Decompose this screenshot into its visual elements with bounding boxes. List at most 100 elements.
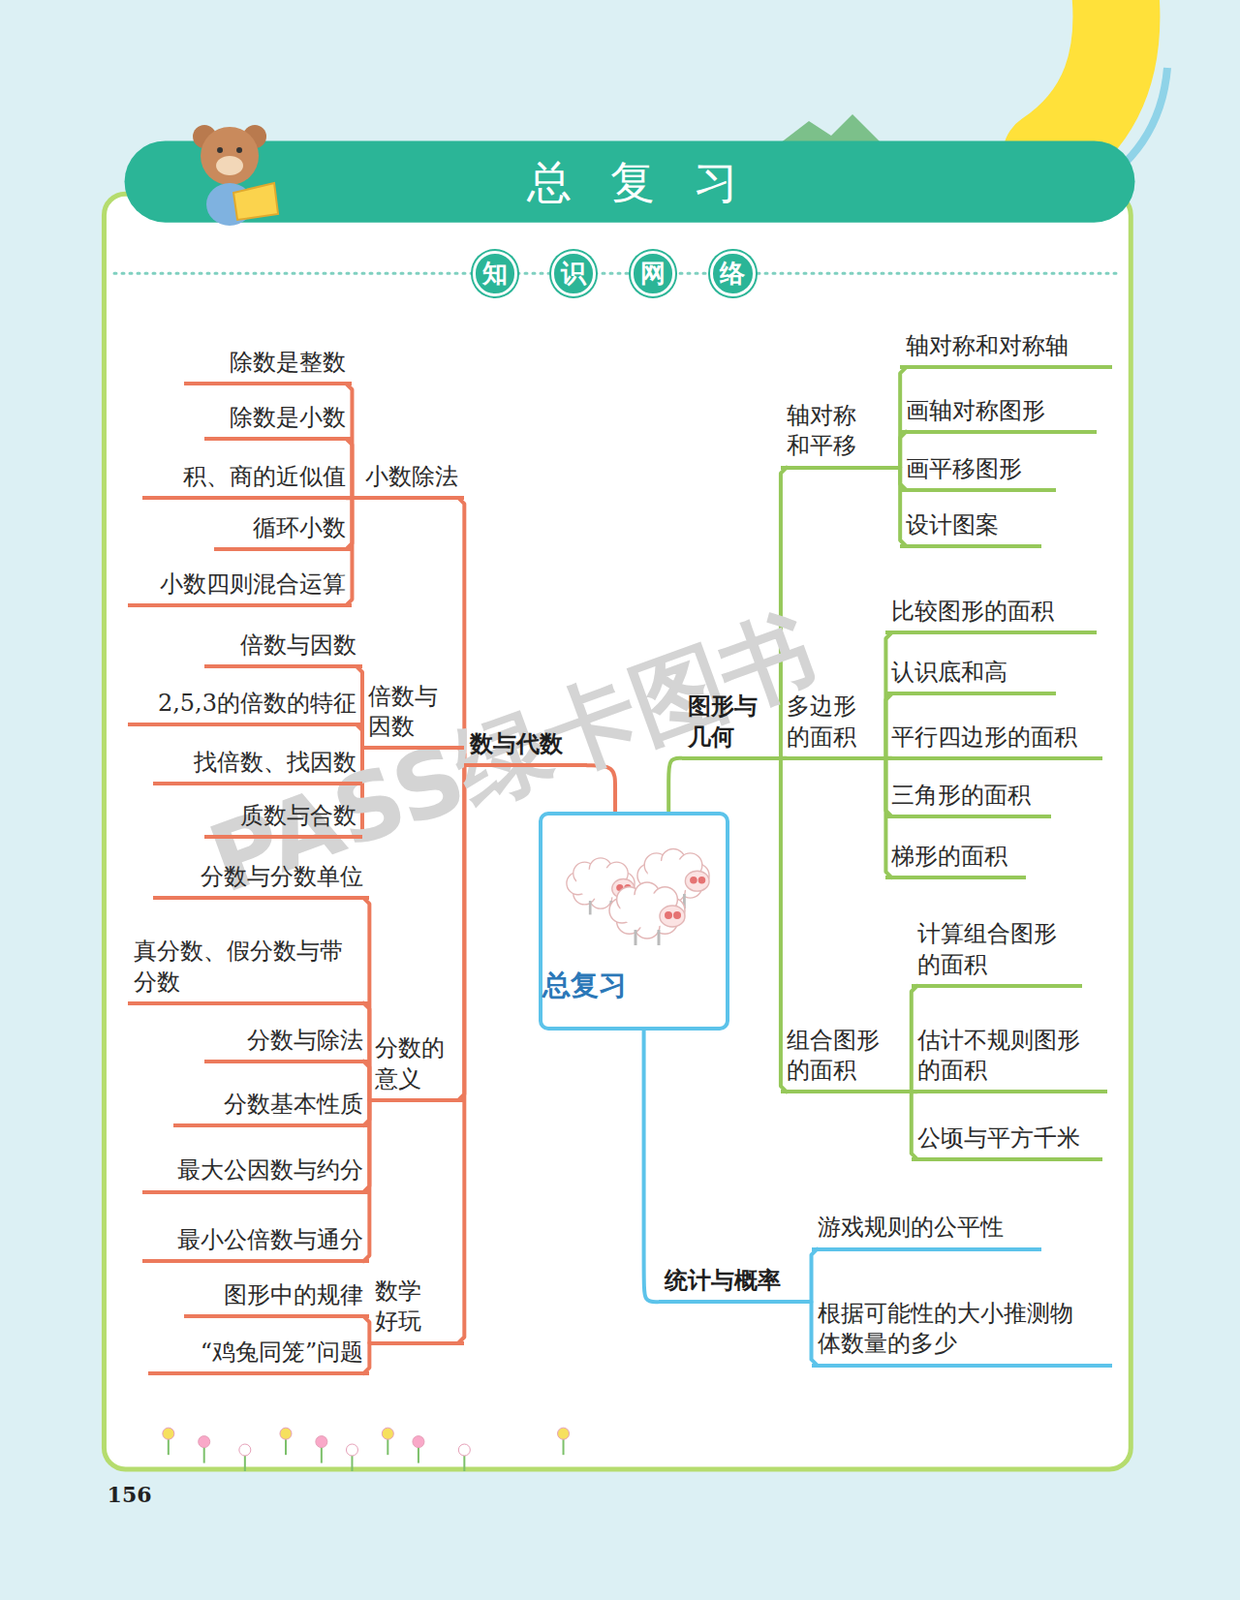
branch-line: [345, 497, 352, 606]
branch-item: 三角形的面积: [885, 780, 1052, 819]
flower-head: [345, 1444, 358, 1457]
branch-line: [458, 765, 465, 1343]
yellow-curve: [1046, 0, 1116, 155]
node-text: 数与代数: [469, 729, 581, 760]
sheep-head: [659, 905, 685, 928]
branch-item: 2,5,3的倍数的特征: [127, 688, 363, 727]
branch-line: [780, 758, 787, 1093]
branch-item: 认识底和高: [885, 657, 1056, 696]
branch-item: 积、商的近似值: [142, 462, 352, 500]
branch-line: [911, 986, 918, 1093]
bear-eye: [217, 147, 223, 154]
node-text: 设计图案: [905, 510, 1035, 541]
flower-head: [239, 1444, 251, 1457]
heading-circle: 知: [472, 250, 518, 296]
flower-head: [162, 1427, 175, 1440]
flower: [412, 1436, 425, 1464]
branch-item: 质数与合数: [204, 801, 363, 839]
node-text: “鸡兔同笼”问题: [154, 1337, 365, 1368]
flower-head: [381, 1427, 394, 1440]
branch-item: “鸡兔同笼”问题: [148, 1337, 371, 1376]
branch-item: 循环小数: [214, 513, 352, 552]
node-text: 除数是小数: [210, 403, 347, 434]
node-text: 数学好玩: [374, 1276, 422, 1337]
node-text: 画平移图形: [905, 454, 1051, 485]
node-text: 分数与除法: [210, 1025, 365, 1056]
sheep-leg: [634, 930, 638, 946]
branch-topic: 图形与几何: [682, 691, 781, 760]
bear-head: [200, 126, 259, 186]
node-text: 小数除法: [357, 462, 459, 493]
sheep-leg: [657, 930, 661, 946]
sheep-illustration: [542, 815, 734, 1036]
branch-item: 除数是小数: [204, 403, 353, 441]
branch-item: 轴对称和对称轴: [899, 331, 1113, 370]
node-text: 最大公因数与约分: [148, 1155, 364, 1186]
sheep-head: [685, 870, 711, 892]
center-box: 总复习: [538, 811, 730, 1032]
content-panel: [103, 193, 1131, 1470]
branch-item: 游戏规则的公平性: [811, 1212, 1042, 1251]
node-text: 图形与几何: [687, 691, 758, 752]
flower: [162, 1427, 175, 1456]
node-text: 积、商的近似值: [148, 462, 346, 493]
node-text: 画轴对称图形: [905, 396, 1091, 427]
node-text: 质数与合数: [210, 801, 357, 832]
node-text: 公顷与平方千米: [917, 1123, 1097, 1154]
branch-line: [911, 1091, 918, 1160]
node-text: 图形中的规律: [189, 1280, 365, 1311]
node-text: 三角形的面积: [891, 780, 1046, 811]
node-text: 平行四边形的面积: [891, 722, 1096, 753]
node-text: 分数与分数单位: [158, 862, 364, 893]
branch-item: 分数的意义: [369, 1033, 465, 1102]
node-text: 比较图形的面积: [891, 596, 1091, 627]
node-text: 分数的意义: [374, 1033, 445, 1094]
flower-head: [279, 1427, 292, 1440]
flower: [345, 1444, 358, 1472]
node-text: 2,5,3的倍数的特征: [133, 688, 357, 719]
flower: [558, 1427, 570, 1456]
node-text: 真分数、假分数与带分数: [133, 936, 343, 997]
branch-item: 数学好玩: [369, 1276, 465, 1345]
node-text: 倍数与因数: [368, 682, 438, 743]
branch-item: 梯形的面积: [885, 841, 1025, 880]
page-title: 总复习: [527, 153, 777, 214]
node-text: 识: [560, 256, 587, 291]
bear-illustration: [192, 124, 279, 226]
node-text: 分数基本性质: [179, 1089, 364, 1120]
node-text: 总复习: [542, 966, 726, 1006]
title-banner: [124, 140, 1136, 222]
branch-line: [885, 693, 892, 758]
branch-topic: 统计与概率: [658, 1266, 812, 1304]
bear-book: [233, 183, 279, 220]
flower: [198, 1436, 211, 1464]
flower-head: [412, 1436, 425, 1449]
dotted-rule: [114, 272, 1121, 276]
sheep-leg: [589, 900, 592, 915]
sheep-eye: [698, 875, 707, 884]
branch-item: 根据可能性的大小推测物体数量的多少: [811, 1299, 1114, 1367]
branch-item: 多边形的面积: [780, 691, 887, 760]
branch-item: 设计图案: [899, 510, 1041, 549]
node-text: 计算组合图形的面积: [917, 919, 1057, 980]
node-text: 轴对称和对称轴: [905, 331, 1107, 362]
node-text: 游戏规则的公平性: [817, 1212, 1036, 1243]
branch-item: 真分数、假分数与带分数: [127, 936, 371, 1005]
branch-item: 倍数与因数: [362, 682, 465, 750]
branch-line: [899, 367, 906, 467]
flower: [458, 1444, 470, 1472]
branch-item: 轴对称和平移: [780, 401, 900, 469]
node-text: 组合图形的面积: [786, 1025, 880, 1086]
sheep-eye: [673, 911, 682, 920]
sheep-eye: [689, 875, 698, 884]
branch-item: 小数四则混合运算: [127, 569, 353, 608]
flower: [239, 1444, 251, 1472]
node-text: 统计与概率: [664, 1266, 806, 1297]
sheep-eye: [664, 911, 673, 920]
branch-item: 找倍数、找因数: [153, 747, 363, 786]
